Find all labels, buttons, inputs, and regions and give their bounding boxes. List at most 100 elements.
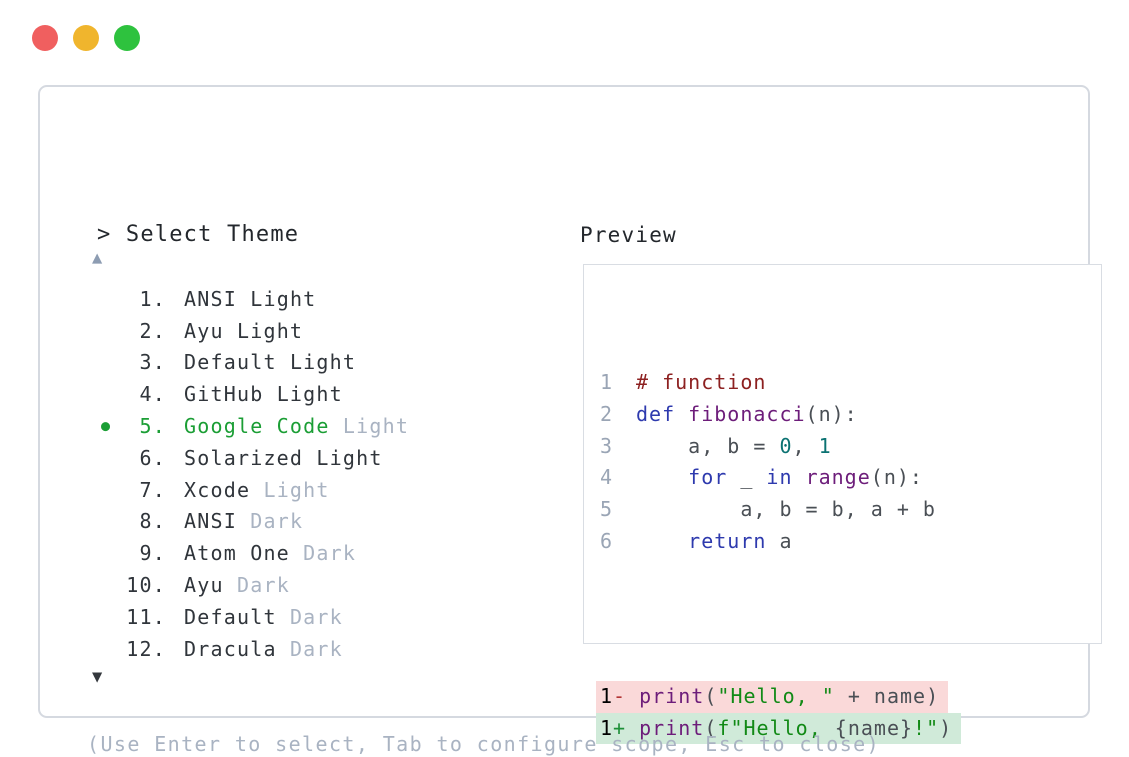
theme-item-name: ANSI xyxy=(184,509,251,534)
theme-list-item[interactable]: ●5.Google Code Light xyxy=(40,410,540,442)
code-token-pln: ( xyxy=(704,715,718,740)
diff-highlight-band: 1+ print(f"Hello, {name}!") xyxy=(596,712,962,745)
theme-list-item[interactable]: 11.Default Dark xyxy=(40,601,540,633)
theme-item-variant: Light xyxy=(289,350,357,375)
code-token-str: !" xyxy=(913,715,940,740)
theme-list-item[interactable]: 2. Ayu Light xyxy=(40,315,540,347)
code-token-typ: print xyxy=(639,715,705,740)
theme-item-number: 11. xyxy=(126,604,166,629)
theme-item-number: 4. xyxy=(139,382,166,407)
code-token-pln: _ xyxy=(727,465,767,490)
line-number: 4 xyxy=(600,465,614,490)
diff-line-removed: 1- print("Hello, " + name) xyxy=(596,680,1093,713)
theme-item-variant: Light xyxy=(236,318,304,343)
theme-item-variant: Dark xyxy=(236,573,290,598)
code-token-pln: a, b = b, a + b xyxy=(636,497,936,522)
code-token-typ: range xyxy=(805,465,871,490)
code-token-minus: - xyxy=(613,683,640,708)
code-token-kw: in xyxy=(766,465,793,490)
code-line: 4 for _ in range(n): xyxy=(600,462,1093,494)
theme-list-item[interactable]: 3. Default Light xyxy=(40,347,540,379)
code-token-typ: print xyxy=(639,683,705,708)
preview-label: Preview xyxy=(580,223,677,247)
theme-item-number: 1. xyxy=(139,286,166,311)
theme-item-variant: Light xyxy=(263,477,330,502)
line-number: 3 xyxy=(600,433,614,458)
code-token-pln: (n): xyxy=(805,401,858,426)
theme-item-variant: Dark xyxy=(289,604,343,629)
theme-list-item[interactable]: 4.GitHub Light xyxy=(40,378,540,410)
code-token-lit: 1 xyxy=(818,433,832,458)
theme-list-item[interactable]: 10. Ayu Dark xyxy=(40,569,540,601)
code-token-pln: + name) xyxy=(834,683,940,708)
line-number: 5 xyxy=(600,497,614,522)
code-token-pln xyxy=(793,465,806,489)
theme-item-number: 2. xyxy=(139,318,166,343)
theme-item-name: Solarized xyxy=(184,445,317,470)
code-line: 3 a, b = 0, 1 xyxy=(600,431,1093,463)
theme-list-item[interactable]: 6.Solarized Light xyxy=(40,442,540,474)
code-token-pln xyxy=(636,529,688,553)
code-token-str: "Hello, " xyxy=(717,683,835,708)
theme-item-name: Dracula xyxy=(184,636,290,661)
theme-item-variant: Dark xyxy=(250,509,304,534)
theme-item-number: 3. xyxy=(139,350,166,375)
theme-item-number: 9. xyxy=(139,541,166,566)
code-token-plus: + xyxy=(613,715,640,740)
theme-item-number: 12. xyxy=(126,636,166,661)
theme-list-item[interactable]: 7. Xcode Light xyxy=(40,474,540,506)
theme-item-variant: Light xyxy=(276,382,343,407)
theme-item-number: 10. xyxy=(126,573,166,598)
theme-list-item[interactable]: 1. ANSI Light xyxy=(40,283,540,315)
theme-item-variant: Dark xyxy=(303,541,357,566)
theme-item-variant: Light xyxy=(342,414,410,439)
line-number: 1 xyxy=(600,683,614,708)
scroll-up-icon[interactable]: ▲ xyxy=(92,248,103,268)
theme-item-variant: Light xyxy=(250,286,317,311)
theme-item-name: Xcode xyxy=(184,477,264,502)
page-title: > Select Theme xyxy=(97,222,300,247)
theme-list-item[interactable]: 12. Dracula Dark xyxy=(40,633,540,665)
theme-item-variant: Dark xyxy=(289,636,343,661)
scroll-down-icon[interactable]: ▼ xyxy=(92,667,103,687)
line-number: 6 xyxy=(600,528,614,553)
code-token-pln: ( xyxy=(704,683,718,708)
line-number: 2 xyxy=(600,401,614,426)
theme-picker-panel: > Select Theme Preview ▲ 1. ANSI Light 2. A… xyxy=(38,85,1102,756)
code-token-str: f"Hello, xyxy=(717,715,835,740)
code-token-pln: a xyxy=(766,528,793,553)
theme-list-item[interactable]: 8. ANSI Dark xyxy=(40,506,540,538)
code-token-pln xyxy=(636,465,688,489)
code-token-kw: for xyxy=(688,465,728,490)
code-token-kw: return xyxy=(688,528,767,553)
theme-item-name: Ayu xyxy=(184,573,237,598)
close-button[interactable] xyxy=(32,25,58,51)
line-number: 1 xyxy=(600,715,614,740)
code-token-kw: def xyxy=(636,401,689,426)
diff-highlight-band: 1- print("Hello, " + name) xyxy=(596,680,949,713)
theme-item-name: ANSI xyxy=(184,286,251,311)
theme-item-variant: Light xyxy=(316,445,383,470)
theme-item-name: Default xyxy=(184,350,290,375)
code-token-pln: a, b = xyxy=(636,433,780,458)
theme-item-name: Google Code xyxy=(184,414,343,439)
diff-spacer xyxy=(600,606,1093,633)
diff-line-added: 1+ print(f"Hello, {name}!") xyxy=(596,712,1093,745)
theme-item-name: Ayu xyxy=(184,318,237,343)
code-token-pln: (n): xyxy=(870,465,923,490)
theme-item-number: 8. xyxy=(139,509,166,534)
keyboard-hint: (Use Enter to select, Tab to configure s… xyxy=(87,732,881,756)
theme-list-item[interactable]: 9. Atom One Dark xyxy=(40,537,540,569)
code-token-pln: {name} xyxy=(834,715,914,740)
theme-item-name: Atom One xyxy=(184,541,304,566)
code-line: 1# function xyxy=(600,367,1093,399)
minimize-button[interactable] xyxy=(73,25,99,51)
theme-item-number: 5. xyxy=(139,414,166,439)
line-number: 1 xyxy=(600,370,614,394)
theme-item-number: 7. xyxy=(139,477,166,502)
zoom-button[interactable] xyxy=(114,25,140,51)
